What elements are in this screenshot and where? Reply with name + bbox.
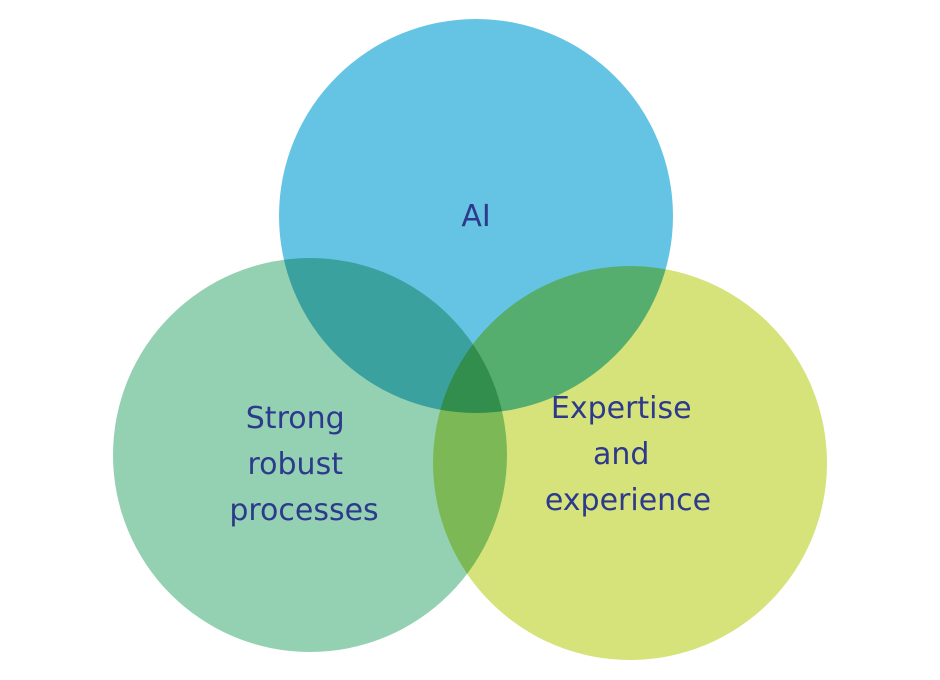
expertise-label: Expertise and experience (545, 391, 711, 518)
expertise-label-line-2: and (593, 437, 649, 472)
processes-label: Strong robust processes (229, 401, 378, 528)
ai-circle (279, 19, 673, 413)
processes-label-line-3: processes (229, 493, 378, 528)
ai-label: AI (461, 199, 490, 234)
processes-label-line-2: robust (247, 447, 343, 482)
expertise-label-line-3: experience (545, 483, 711, 518)
expertise-label-line-1: Expertise (551, 391, 692, 426)
processes-label-line-1: Strong (246, 401, 345, 436)
ai-label-line-1: AI (461, 199, 490, 234)
